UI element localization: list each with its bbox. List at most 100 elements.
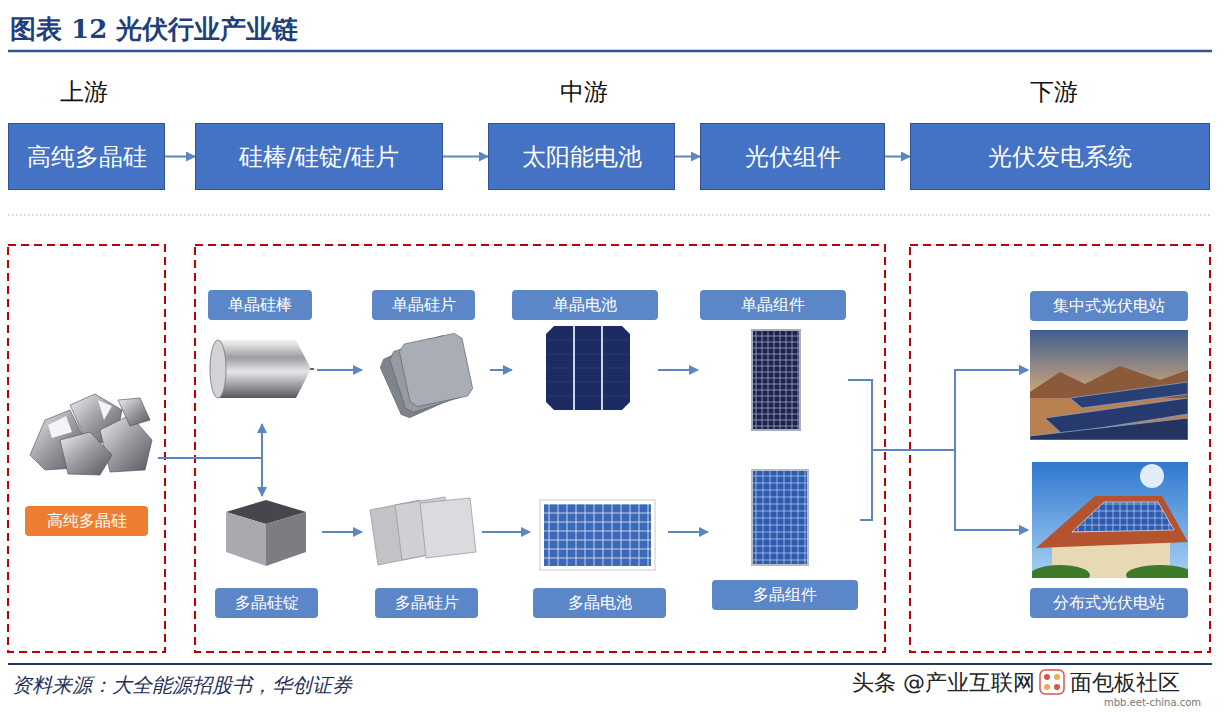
mono-cell bbox=[546, 368, 630, 369]
stage-heading: 中游 bbox=[560, 76, 608, 108]
title-rule bbox=[8, 50, 1212, 53]
product-label: 集中式光伏电站 bbox=[1030, 291, 1188, 321]
product-tile: 单晶电池 bbox=[512, 288, 658, 420]
polysilicon-chunks bbox=[100, 415, 152, 472]
mono-cell bbox=[601, 326, 603, 410]
mono-rod bbox=[296, 340, 311, 398]
mono-module bbox=[752, 330, 800, 430]
distributed-station bbox=[1032, 565, 1090, 578]
flow-arrow bbox=[490, 369, 512, 371]
central-station bbox=[1030, 418, 1188, 440]
title-rule bbox=[8, 51, 1212, 52]
product-tile: 单晶硅棒 bbox=[205, 288, 317, 424]
stage-region bbox=[195, 245, 885, 652]
dotted-separator bbox=[8, 214, 1212, 215]
stage-region bbox=[8, 245, 165, 652]
flow-arrow bbox=[675, 156, 700, 158]
watermark: 面包板社区 bbox=[1070, 668, 1180, 698]
watermark-logo bbox=[1044, 674, 1050, 680]
poly-ingot bbox=[226, 500, 306, 566]
polysilicon-chunks bbox=[98, 400, 112, 420]
dotted-separator bbox=[8, 215, 1212, 216]
product-label: 单晶电池 bbox=[512, 290, 658, 320]
product-tile: 多晶组件 bbox=[708, 466, 860, 612]
figure-title: 图表 12 光伏行业产业链 bbox=[10, 12, 298, 47]
stage-label: 光伏发电系统 bbox=[988, 141, 1132, 173]
flow-arrow bbox=[158, 458, 262, 496]
flow-arrow bbox=[443, 156, 488, 158]
product-tile: 单晶组件 bbox=[698, 288, 848, 436]
product-tile: 分布式光伏电站 bbox=[1028, 458, 1190, 620]
mono-rod bbox=[210, 340, 314, 398]
product-tile: 高纯多晶硅 bbox=[20, 388, 158, 540]
mono-wafers bbox=[398, 332, 474, 408]
flow-arrow bbox=[668, 531, 708, 533]
poly-cell bbox=[540, 500, 655, 570]
mono-cell bbox=[546, 326, 630, 410]
stage-box: 光伏发电系统 bbox=[910, 123, 1210, 190]
poly-wafers bbox=[420, 498, 476, 558]
flow-arrow bbox=[848, 370, 1028, 450]
watermark-logo bbox=[1054, 674, 1060, 680]
flow-arrow bbox=[317, 369, 362, 371]
product-tile: 多晶电池 bbox=[530, 494, 668, 620]
distributed-station bbox=[1072, 502, 1174, 532]
poly-ingot bbox=[226, 512, 266, 566]
product-label: 多晶硅锭 bbox=[215, 588, 318, 618]
distributed-station bbox=[1126, 565, 1188, 578]
mono-rod bbox=[310, 368, 314, 370]
flow-arrow bbox=[848, 380, 1028, 530]
poly-ingot bbox=[266, 512, 306, 566]
product-label: 单晶硅棒 bbox=[208, 290, 312, 320]
watermark: 头条 @产业互联网 bbox=[852, 668, 1035, 698]
watermark-logo bbox=[1044, 684, 1050, 690]
flow-arrow bbox=[158, 424, 262, 458]
flow-arrow bbox=[165, 156, 195, 158]
stage-box: 光伏组件 bbox=[700, 123, 885, 190]
stage-heading: 下游 bbox=[1030, 76, 1078, 108]
mono-cell bbox=[546, 340, 630, 396]
product-label: 单晶组件 bbox=[700, 290, 846, 320]
watermark-logo bbox=[1054, 684, 1060, 690]
polysilicon-chunks bbox=[60, 432, 112, 475]
distributed-station bbox=[1036, 496, 1188, 548]
flow-arrow bbox=[860, 450, 1028, 530]
poly-wafers bbox=[370, 497, 476, 565]
mono-module bbox=[752, 330, 800, 430]
polysilicon-chunks bbox=[30, 394, 152, 475]
polysilicon-chunks bbox=[48, 416, 72, 438]
stage-box: 硅棒/硅锭/硅片 bbox=[195, 123, 443, 190]
flow-arrow bbox=[482, 531, 530, 533]
distributed-station bbox=[1032, 462, 1188, 578]
polysilicon-chunks bbox=[118, 398, 150, 426]
flow-arrow bbox=[322, 531, 362, 533]
product-label: 多晶电池 bbox=[533, 588, 666, 618]
mono-cell bbox=[546, 340, 630, 341]
stage-label: 太阳能电池 bbox=[522, 141, 642, 173]
product-label: 多晶组件 bbox=[712, 580, 858, 610]
central-station bbox=[1030, 330, 1188, 440]
mono-cell bbox=[573, 326, 575, 410]
mono-rod bbox=[218, 340, 296, 398]
poly-cell bbox=[544, 504, 651, 566]
product-tile: 集中式光伏电站 bbox=[1028, 288, 1190, 444]
stage-label: 硅棒/硅锭/硅片 bbox=[239, 141, 399, 173]
stage-box: 高纯多晶硅 bbox=[8, 123, 165, 190]
mono-cell bbox=[546, 382, 630, 383]
caption-rule bbox=[8, 663, 1212, 665]
watermark-logo bbox=[1040, 670, 1064, 694]
distributed-station bbox=[1140, 464, 1164, 488]
source-caption: 资料来源：大全能源招股书，华创证券 bbox=[12, 672, 352, 699]
mono-cell bbox=[546, 396, 630, 397]
product-label: 高纯多晶硅 bbox=[25, 506, 148, 536]
mono-wafers bbox=[378, 332, 474, 420]
product-label: 多晶硅片 bbox=[375, 588, 478, 618]
stage-heading: 上游 bbox=[60, 76, 108, 108]
poly-cell bbox=[540, 500, 655, 570]
central-station bbox=[1030, 330, 1188, 440]
product-tile: 多晶硅锭 bbox=[212, 496, 322, 620]
mono-rod bbox=[210, 340, 226, 398]
flow-arrow bbox=[885, 156, 910, 158]
product-tile: 单晶硅片 bbox=[362, 288, 490, 420]
